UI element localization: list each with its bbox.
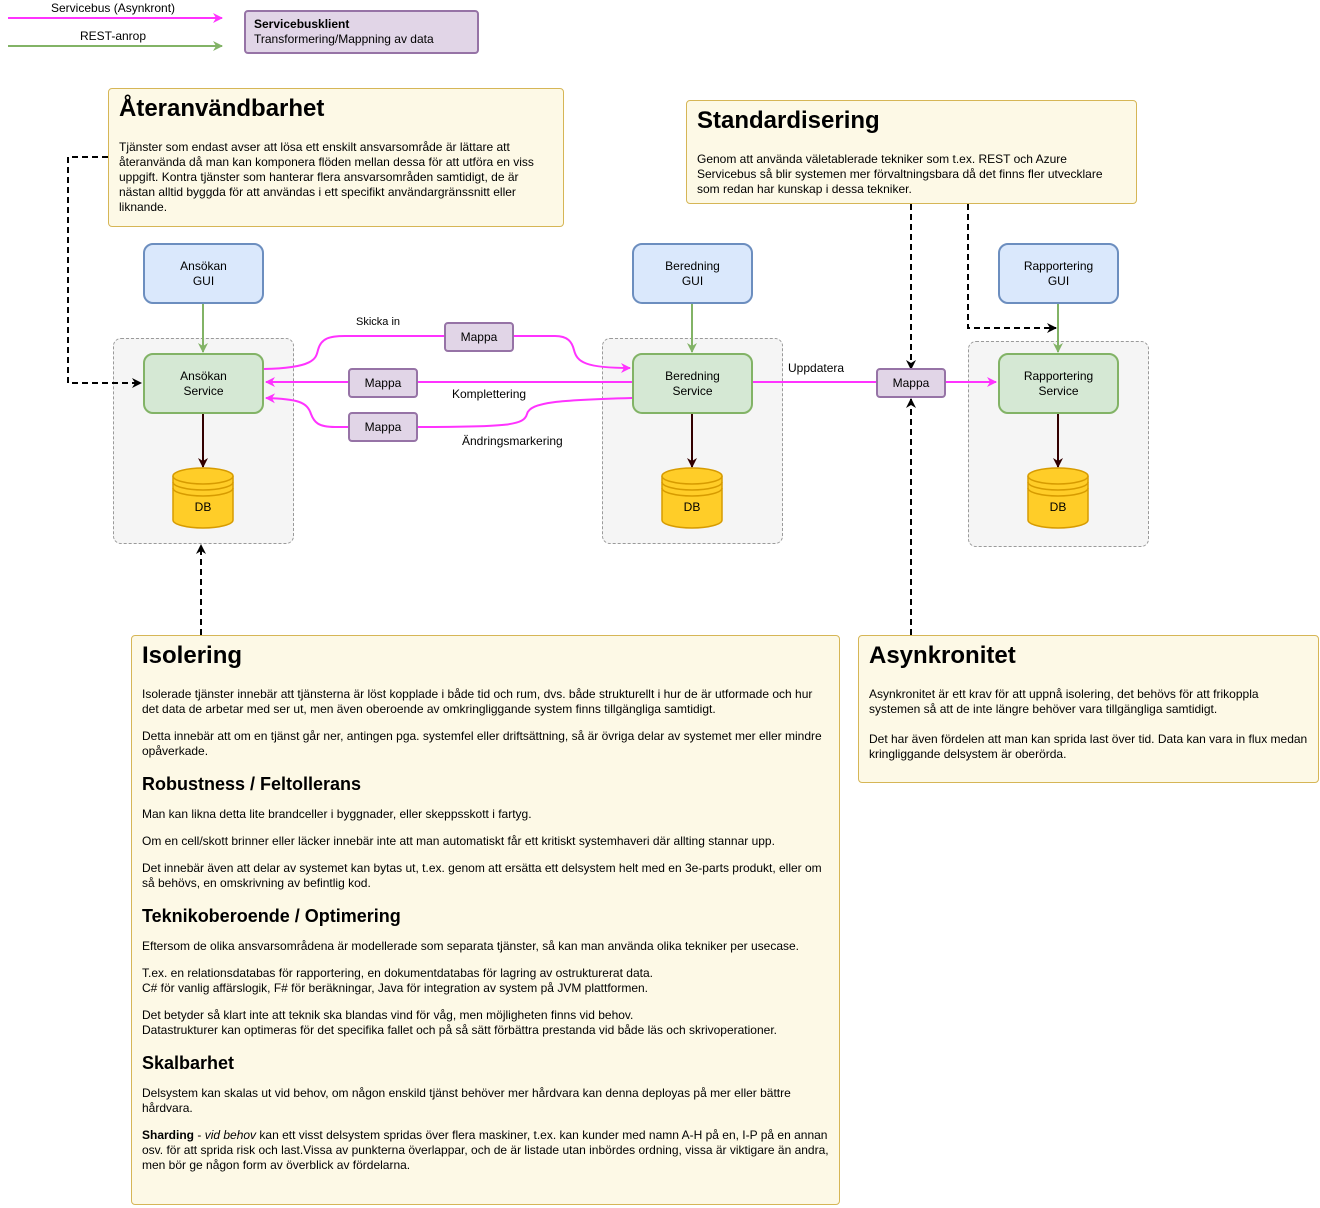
mappa-uppdatera[interactable]: Mappa bbox=[876, 368, 946, 398]
note-isolering: Isolering Isolerade tjänster innebär att… bbox=[131, 635, 840, 1205]
rapportering-db-label: DB bbox=[1049, 500, 1067, 514]
label-skicka-in: Skicka in bbox=[356, 316, 401, 328]
ansokan-gui-line1: Ansökan bbox=[180, 258, 227, 273]
legend-rest-label: REST-anrop bbox=[80, 29, 147, 43]
mappa-komplettering[interactable]: Mappa bbox=[348, 368, 418, 398]
sharding-bold: Sharding bbox=[142, 1128, 195, 1142]
legend-client-desc: Transformering/Mappning av data bbox=[254, 32, 434, 46]
legend-servicebus-label: Servicebus (Asynkront) bbox=[51, 1, 176, 15]
beredning-gui-line1: Beredning bbox=[665, 258, 720, 273]
note-standardisering: Standardisering Genom att använda väleta… bbox=[686, 100, 1137, 204]
note-isolering-p8a: Det betyder så klart inte att teknik ska… bbox=[142, 1008, 634, 1022]
mappa-skicka-in[interactable]: Mappa bbox=[444, 322, 514, 352]
note-ateranvandbarhet: Återanvändbarhet Tjänster som endast avs… bbox=[108, 88, 564, 227]
note-isolering-p3: Man kan likna detta lite brandceller i b… bbox=[142, 807, 532, 821]
ansokan-service-line2: Service bbox=[183, 383, 224, 398]
note-standardisering-title: Standardisering bbox=[697, 107, 880, 134]
db-cylinder-rapportering bbox=[1027, 467, 1089, 529]
legend-servicebusklient: Servicebusklient Transformering/Mappning… bbox=[244, 10, 479, 54]
sharding-separator: - bbox=[194, 1128, 205, 1142]
label-uppdatera: Uppdatera bbox=[788, 361, 845, 375]
ansokan-db-label: DB bbox=[194, 500, 212, 514]
beredning-db-label: DB bbox=[683, 500, 701, 514]
beredning-service[interactable]: Beredning Service bbox=[632, 353, 753, 414]
beredning-gui[interactable]: Beredning GUI bbox=[632, 243, 753, 304]
note-isolering-p7a: T.ex. en relationsdatabas för rapporteri… bbox=[142, 966, 653, 980]
rapportering-gui-line2: GUI bbox=[1047, 273, 1070, 288]
note-isolering-p1: Isolerade tjänster innebär att tjänstern… bbox=[142, 687, 813, 716]
db-cylinder-beredning bbox=[661, 467, 723, 529]
note-isolering-p4: Om en cell/skott brinner eller läcker in… bbox=[142, 834, 775, 848]
ansokan-gui[interactable]: Ansökan GUI bbox=[143, 243, 264, 304]
db-cylinder-ansokan bbox=[172, 467, 234, 529]
note-isolering-heading-skal: Skalbarhet bbox=[142, 1053, 235, 1073]
note-asynkronitet: Asynkronitet Asynkronitet är ett krav fö… bbox=[858, 635, 1319, 783]
dashed-ateranvandbarhet bbox=[67, 156, 142, 388]
beredning-service-line2: Service bbox=[672, 383, 713, 398]
sharding-rest: kan ett visst delsystem spridas över fle… bbox=[142, 1128, 829, 1172]
note-isolering-title: Isolering bbox=[142, 642, 243, 669]
note-ateranvandbarhet-title: Återanvändbarhet bbox=[119, 95, 325, 122]
note-isolering-p9: Delsystem kan skalas ut vid behov, om nå… bbox=[142, 1086, 791, 1115]
mappa-andringsmarkering[interactable]: Mappa bbox=[348, 412, 418, 442]
note-isolering-p7b: C# för vanlig affärslogik, F# för beräkn… bbox=[142, 981, 649, 995]
dashed-standardisering-2 bbox=[967, 204, 1057, 333]
note-isolering-sharding: Sharding - vid behov kan ett visst delsy… bbox=[142, 1128, 829, 1173]
note-isolering-heading-teknik: Teknikoberoende / Optimering bbox=[142, 906, 401, 926]
note-isolering-p8b: Datastrukturer kan optimeras för det spe… bbox=[142, 1023, 777, 1037]
rapportering-service-line2: Service bbox=[1038, 383, 1079, 398]
sharding-italic: vid behov bbox=[204, 1128, 257, 1142]
ansokan-service-line1: Ansökan bbox=[180, 368, 227, 383]
note-isolering-p2: Detta innebär att om en tjänst går ner, … bbox=[142, 729, 822, 758]
beredning-gui-line2: GUI bbox=[681, 273, 704, 288]
note-asynkronitet-p1: Asynkronitet är ett krav för att uppnå i… bbox=[869, 687, 1259, 716]
rapportering-gui[interactable]: Rapportering GUI bbox=[998, 243, 1119, 304]
note-asynkronitet-title: Asynkronitet bbox=[869, 642, 1016, 669]
note-isolering-heading-robust: Robustness / Feltollerans bbox=[142, 774, 362, 794]
label-andringsmarkering: Ändringsmarkering bbox=[462, 434, 563, 448]
note-standardisering-body: Genom att använda väletablerade tekniker… bbox=[697, 152, 1103, 196]
ansokan-service[interactable]: Ansökan Service bbox=[143, 353, 264, 414]
note-ateranvandbarhet-body: Tjänster som endast avser att lösa ett e… bbox=[119, 140, 534, 214]
beredning-service-line1: Beredning bbox=[665, 368, 720, 383]
note-asynkronitet-p2: Det har även fördelen att man kan sprida… bbox=[869, 732, 1308, 761]
rapportering-service[interactable]: Rapportering Service bbox=[998, 353, 1119, 414]
label-komplettering: Komplettering bbox=[452, 387, 527, 401]
rapportering-service-line1: Rapportering bbox=[1023, 368, 1094, 383]
legend-client-title: Servicebusklient bbox=[254, 17, 350, 31]
note-isolering-p6: Eftersom de olika ansvarsområdena är mod… bbox=[142, 939, 800, 953]
edge-andringsmarkering bbox=[266, 398, 633, 428]
rapportering-gui-line1: Rapportering bbox=[1023, 258, 1094, 273]
ansokan-gui-line2: GUI bbox=[192, 273, 215, 288]
edge-skicka-in bbox=[263, 335, 630, 369]
note-isolering-p5: Det innebär även att delar av systemet k… bbox=[142, 861, 822, 890]
